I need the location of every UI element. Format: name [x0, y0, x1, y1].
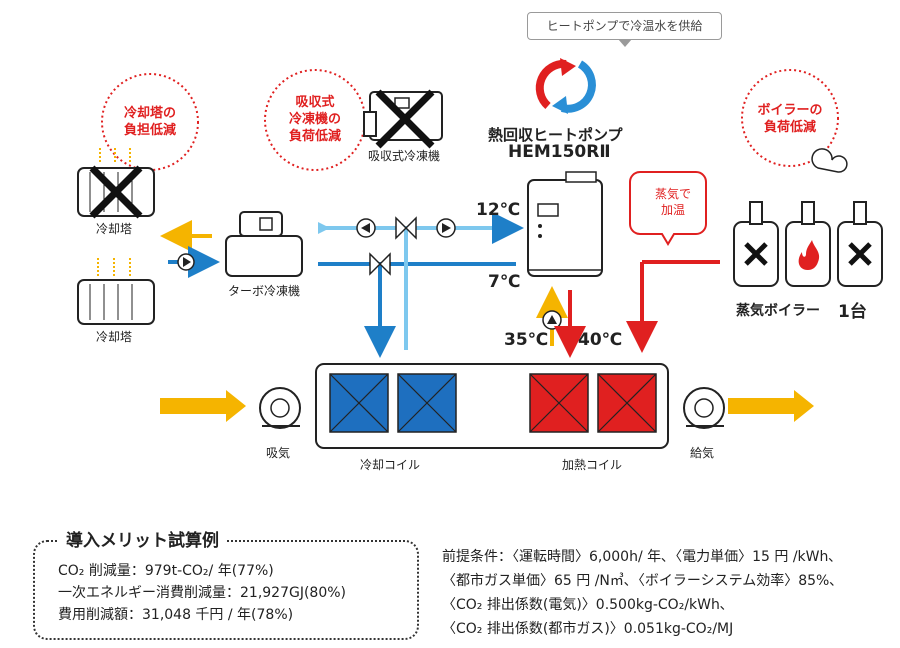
merit-title: 導入メリット試算例	[58, 526, 227, 551]
heating-coil-icons	[529, 373, 657, 433]
temp-7: 7℃	[488, 272, 521, 292]
temp-12: 12℃	[476, 200, 521, 220]
heat-pump-callout: ヒートポンプで冷温水を供給	[527, 12, 722, 47]
cooling-coil-icons	[329, 373, 457, 433]
condition-line-3: 〈CO₂ 排出係数(電気)〉0.500kg-CO₂/kWh､	[442, 597, 727, 613]
turbo-chiller-icon	[225, 211, 303, 277]
temp-40: 40℃	[578, 330, 623, 350]
supply-label: 給気	[690, 446, 715, 460]
condition-line-1: 前提条件：〈運転時間〉6,000h/ 年､〈電力単価〉15 円 /kWh､	[442, 549, 836, 565]
heating-coil-label: 加熱コイル	[562, 458, 623, 472]
heat-pump-unit-icon	[527, 171, 603, 277]
merit-energy: 一次エネルギー消費削減量：21,927GJ(80%)	[58, 585, 347, 601]
supply-fan-icon	[683, 387, 725, 429]
cooling-tower-2-icon	[77, 258, 155, 325]
steam-heating-label: 蒸気で 加温	[654, 187, 691, 217]
cooling-coil-label: 冷却コイル	[360, 458, 421, 472]
condition-line-4: 〈CO₂ 排出係数(都市ガス)〉0.051kg-CO₂/MJ	[442, 621, 734, 637]
burst-absorption-text: 吸収式 冷凍機の 負荷低減	[288, 95, 341, 144]
system-diagram	[77, 58, 883, 449]
merit-co2: CO₂ 削減量：979t-CO₂/ 年(77%)	[58, 563, 274, 579]
absorption-chiller-icon	[363, 89, 443, 149]
burst-cooling-tower-text: 冷却塔の 負担低減	[123, 106, 176, 138]
merit-cost: 費用削減額：31,048 千円 / 年(78%)	[58, 607, 294, 623]
cooling-tower-1-label: 冷却塔	[96, 222, 133, 236]
heat-pump-model: HEM150RⅡ	[508, 142, 611, 162]
recycle-icon	[535, 58, 596, 114]
steam-boiler-label: 蒸気ボイラー	[736, 303, 820, 319]
intake-label: 吸気	[266, 446, 291, 460]
cooling-tower-2-label: 冷却塔	[96, 330, 133, 344]
absorption-chiller-label: 吸収式冷凍機	[368, 149, 441, 163]
steam-boiler-count: 1台	[838, 302, 867, 322]
burst-boiler-text: ボイラーの 負荷低減	[757, 103, 823, 135]
heat-pump-title: 熱回収ヒートポンプ	[488, 126, 623, 144]
steam-boiler-icons	[733, 148, 883, 287]
condition-line-2: 〈都市ガス単価〉65 円 /N㎥､〈ボイラーシステム効率〉85%､	[442, 573, 837, 589]
burst-boiler	[741, 69, 839, 167]
turbo-chiller-label: ターボ冷凍機	[228, 284, 301, 298]
intake-fan-icon	[259, 387, 301, 429]
cooling-tower-1-icon	[77, 146, 155, 219]
temp-35: 35℃	[504, 330, 549, 350]
